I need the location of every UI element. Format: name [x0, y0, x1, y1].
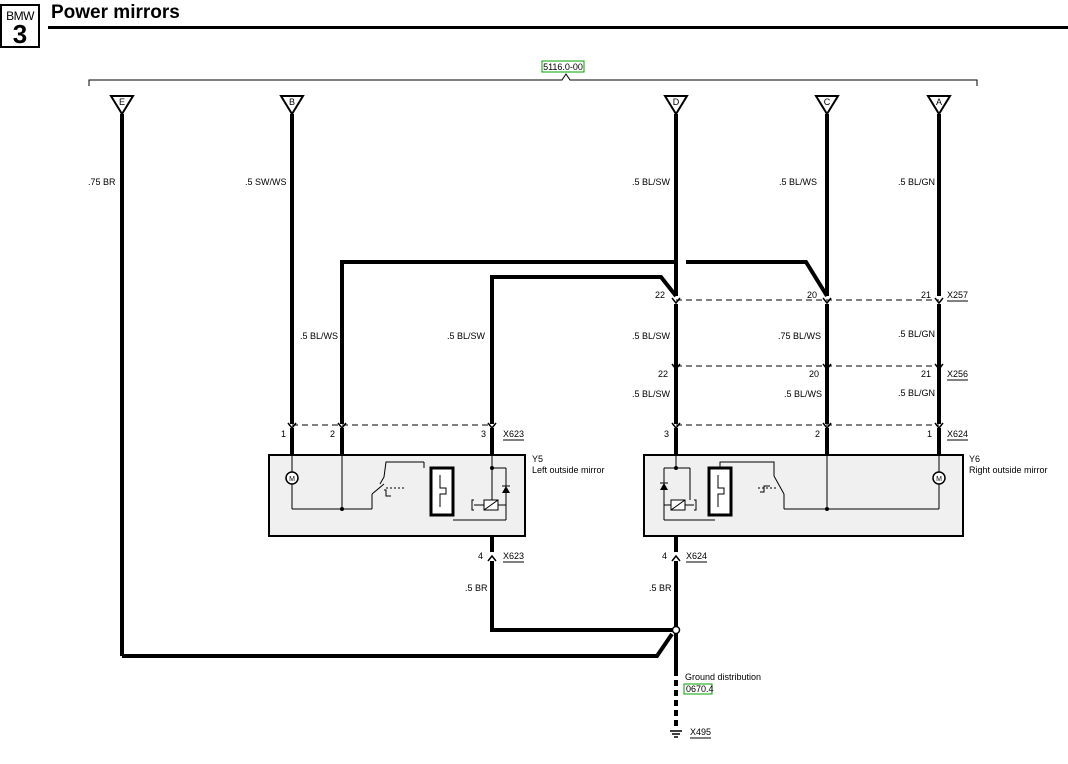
- x257-pin-c: 20: [807, 290, 817, 300]
- x623-pin-1: 1: [281, 429, 286, 439]
- y6-motor-symbol: M: [936, 476, 942, 483]
- terminal-d: D: [663, 95, 689, 116]
- x623-label-top: X623: [503, 429, 524, 439]
- x624-pin-3: 3: [664, 429, 669, 439]
- y5-id: Y5: [532, 454, 543, 464]
- wire-label-left-ground: .5 BR: [465, 583, 488, 593]
- wire-e-ground: [122, 632, 674, 658]
- wire-left-pin2-right: [686, 260, 829, 298]
- wire-label-a-low: .5 BL/GN: [898, 388, 935, 398]
- y6-name: Right outside mirror: [969, 465, 1048, 475]
- wire-label-a-top: .5 BL/GN: [898, 177, 935, 187]
- x623-pin-2: 2: [330, 429, 335, 439]
- wire-label-left2: .5 BL/WS: [300, 331, 338, 341]
- x624-pin-2: 2: [815, 429, 820, 439]
- wire-label-c-mid: .75 BL/WS: [778, 331, 821, 341]
- x257-pin-d: 22: [655, 290, 665, 300]
- wire-label-b-top: .5 SW/WS: [245, 177, 287, 187]
- wire-label-d-mid: .5 BL/SW: [632, 331, 671, 341]
- x623-label-bottom: X623: [503, 551, 524, 561]
- x256-pin-c: 20: [809, 369, 819, 379]
- connector-x257-pins: [671, 297, 944, 305]
- x256-label: X256: [947, 369, 968, 379]
- title-rule: [48, 26, 1068, 29]
- wire-label-e-top: .75 BR: [88, 177, 116, 187]
- wire-label-right-ground: .5 BR: [649, 583, 672, 593]
- x623-pin-3: 3: [481, 429, 486, 439]
- terminal-e-label: E: [119, 97, 125, 107]
- ground-point-label: X495: [690, 727, 711, 737]
- ref-box-top: [541, 60, 585, 73]
- y5-motor-symbol: M: [289, 476, 295, 483]
- wire-label-d-top: .5 BL/SW: [632, 177, 671, 187]
- y5-name: Left outside mirror: [532, 465, 605, 475]
- ground-distribution-label: Ground distribution: [685, 672, 761, 682]
- component-y5-left-mirror: M: [268, 454, 526, 537]
- x624-pin-1: 1: [927, 429, 932, 439]
- terminal-c: C: [814, 95, 840, 116]
- terminal-d-label: D: [673, 97, 680, 107]
- wire-label-d-low: .5 BL/SW: [632, 389, 671, 399]
- terminal-e: E: [109, 95, 135, 116]
- wire-label-left3: .5 BL/SW: [447, 331, 486, 341]
- terminal-b-label: B: [289, 97, 295, 107]
- logo-series: 3: [12, 19, 28, 49]
- terminal-a-label: A: [936, 97, 942, 107]
- x624-ground-pin-num: 4: [662, 551, 667, 561]
- wire-label-c-low: .5 BL/WS: [784, 389, 822, 399]
- ground-splice: [671, 625, 681, 635]
- wire-left-ground: [490, 561, 676, 632]
- x257-pin-a: 21: [921, 290, 931, 300]
- terminal-a: A: [926, 95, 952, 116]
- x624-label-bottom: X624: [686, 551, 707, 561]
- ground-ref-label[interactable]: 0670.4: [686, 684, 714, 694]
- ref-box-ground: [683, 683, 713, 695]
- wire-left-pin2-upper: [340, 260, 674, 424]
- x623-ground-pin-num: 4: [478, 551, 483, 561]
- logo-brand: BMW: [6, 9, 34, 23]
- page-title: Power mirrors: [51, 2, 180, 23]
- ground-icon: [670, 730, 682, 738]
- terminal-c-label: C: [824, 97, 831, 107]
- y6-id: Y6: [969, 454, 980, 464]
- top-bracket: [88, 73, 978, 86]
- wire-left-pin3: [490, 275, 678, 424]
- x624-label-top: X624: [947, 429, 968, 439]
- ref-top-label[interactable]: 5116.0-00: [543, 62, 583, 72]
- wire-label-a-mid: .5 BL/GN: [898, 329, 935, 339]
- x623-ground-pin: [487, 554, 497, 562]
- x624-ground-pin: [671, 554, 681, 562]
- connector-x256-pins: [671, 363, 944, 371]
- terminal-b: B: [279, 95, 305, 116]
- bmw-series-logo: BMW 3: [0, 4, 40, 48]
- x256-pin-d: 22: [658, 369, 668, 379]
- wire-label-c-top: .5 BL/WS: [779, 177, 817, 187]
- x257-label: X257: [947, 290, 968, 300]
- x256-pin-a: 21: [921, 369, 931, 379]
- component-y6-right-mirror: M: [643, 454, 964, 537]
